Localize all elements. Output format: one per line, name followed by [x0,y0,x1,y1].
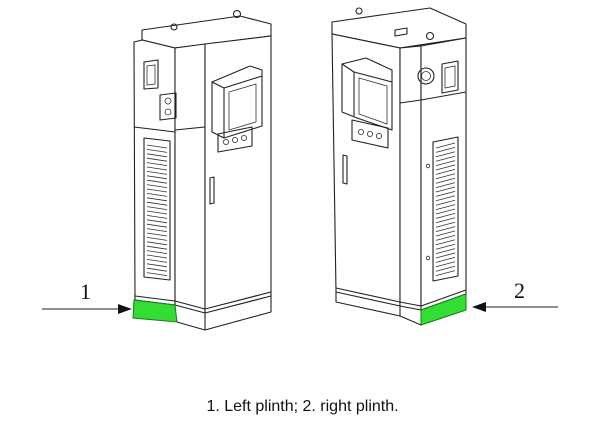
louver-slat [435,261,456,268]
callout-right: 2 [472,278,558,312]
louver-slat [146,219,168,224]
louver-slat [435,173,456,180]
louver-slat [146,162,168,166]
louver-slat [435,226,456,232]
louver-slat [435,177,456,184]
louver-slat [146,201,168,206]
louver-slat [435,204,456,210]
callout-left-number: 1 [80,279,91,304]
louver-slat [146,144,168,149]
louver-slat [435,164,456,171]
louver-slat [146,166,168,171]
louver-slat [435,235,456,241]
louver-slat [435,155,456,162]
louver-slat [435,257,456,263]
louver-slat [146,232,168,237]
louver-slat [146,210,168,215]
left-base-rim [176,296,272,331]
louver-slat [435,217,456,224]
right-cabinet [331,7,467,311]
louver-slat [435,208,456,215]
louver-slat [146,206,168,210]
louver-slat [146,149,168,153]
louver-slat [146,171,168,175]
louver-slat [435,199,456,206]
figure-caption: 1. Left plinth; 2. right plinth. [206,398,399,415]
louver-slat [146,175,168,180]
callout-right-number: 2 [514,278,525,303]
louver-slat [435,151,456,158]
louver-slat [435,147,456,153]
louver-slat [146,188,168,193]
louver-slat [146,245,168,250]
louver-slat [146,223,168,228]
louver-slat [146,179,168,184]
louver-slat [435,248,456,254]
louver-slat [146,254,168,259]
louver-slat [146,228,168,232]
right-base-rim [335,292,422,326]
louver-slat [146,272,168,276]
louver-slat [435,221,456,228]
louver-slat [435,252,456,259]
louver-slat [435,243,456,250]
louver-slat [146,153,168,158]
louver-slat [435,186,456,193]
louver-slat [146,193,168,197]
callout-left: 1 [42,279,132,314]
louver-slat [435,169,456,175]
left-cabinet [133,9,272,314]
louver-slat [146,237,168,241]
louver-slat [146,259,168,263]
louver-slat [435,191,456,197]
louver-slat [435,239,456,246]
louver-slat [146,241,168,246]
louver-slat [435,160,456,166]
louver-slat [146,197,168,202]
louver-slat [146,263,168,268]
louver-slat [146,215,168,219]
louver-slat [435,265,456,272]
louver-slat [146,184,168,188]
louver-slat [435,195,456,202]
louver-slat [146,157,168,162]
louver-slat [146,250,168,254]
louver-slat [435,270,456,276]
louver-slat [435,182,456,188]
louver-slat [435,213,456,219]
louver-slat [435,230,456,237]
right-plinth [420,293,467,326]
louver-slat [435,142,456,149]
louver-slat [146,267,168,272]
